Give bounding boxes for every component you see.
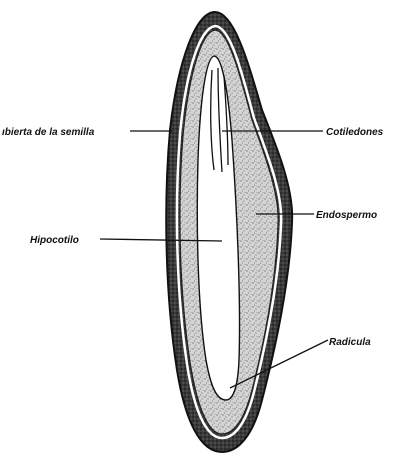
hypocotyl-label: Hipocotilo [30, 235, 79, 246]
endosperm-label: Endospermo [316, 210, 377, 221]
cotyledons-label: Cotiledones [326, 127, 384, 138]
seed-coat-label: ıbierta de la semilla [2, 127, 95, 138]
radicle-label: Radicula [329, 337, 371, 348]
